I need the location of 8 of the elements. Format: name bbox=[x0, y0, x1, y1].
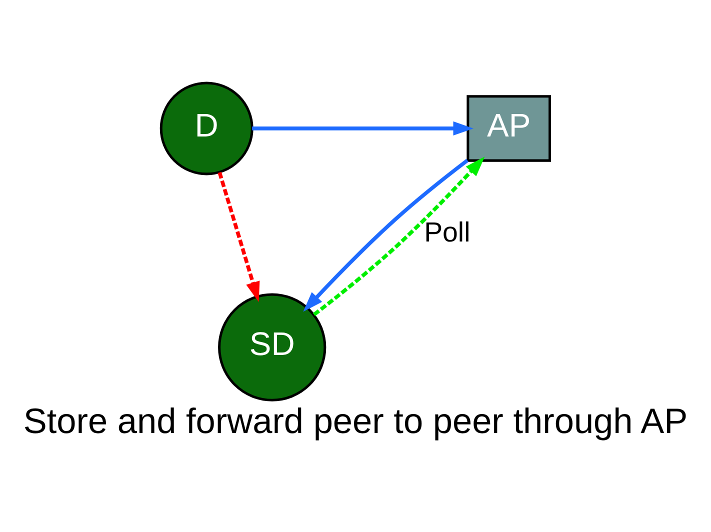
node-circle: D bbox=[160, 82, 254, 176]
caption: Store and forward peer to peer through AP bbox=[23, 402, 688, 442]
arrow bbox=[252, 121, 474, 136]
arrow bbox=[312, 156, 485, 316]
arrow bbox=[218, 172, 260, 302]
edge-label: Poll bbox=[424, 216, 470, 248]
node-box: AP bbox=[466, 95, 552, 162]
arrow bbox=[303, 158, 469, 312]
